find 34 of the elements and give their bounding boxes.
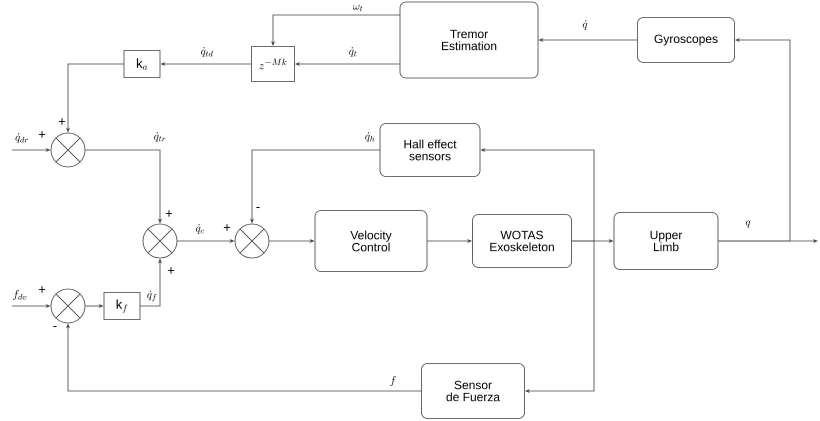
edge-label: $\dot{q}_{c}$ [194, 223, 206, 235]
gain-box: $\mathrm{k}_{a}$ [124, 50, 160, 78]
process-box: Tremor Estimation [400, 2, 538, 78]
sign-label: + [166, 210, 172, 217]
summing-junction [50, 288, 86, 324]
sign-label: + [38, 286, 46, 293]
edge-label: $q$ [744, 220, 752, 228]
edge-label: $\dot{q}_{td}$ [200, 46, 214, 58]
summing-junction [50, 132, 86, 168]
sign-label: + [58, 118, 66, 125]
sign-label: + [224, 224, 230, 231]
sign-label: + [168, 267, 174, 274]
process-box: Gyroscopes [637, 17, 735, 63]
process-box: Upper Limb [614, 212, 718, 270]
edge-label: $f$ [388, 375, 398, 387]
edge-label: $\dot{q}_{dr}$ [14, 132, 30, 144]
sign-label: + [38, 131, 46, 138]
process-box: Velocity Control [314, 210, 428, 272]
edge-label: $\dot{q}_{h}$ [364, 131, 376, 143]
edge-label: $\dot{q}_{t}$ [348, 46, 358, 58]
gain-box: $\mathrm{k}_{f}$ [104, 292, 140, 320]
summing-junction [234, 224, 270, 258]
edge-label: $\dot{q}_{tr}$ [152, 131, 168, 143]
process-box: Hall effect sensors [380, 123, 480, 177]
summing-junction [142, 224, 178, 258]
edge-label: $\dot{q}_{f}$ [146, 290, 158, 302]
edge-label: $f_{dv}$ [12, 289, 28, 301]
process-box: WOTAS Exoskeleton [472, 214, 572, 268]
gain-box: $z^{-Mk}$ [251, 46, 295, 82]
sign-label: - [53, 326, 57, 328]
edge-label: $\omega_{t}$ [352, 4, 364, 12]
process-box: Sensor de Fuerza [421, 363, 525, 419]
sign-label: - [256, 207, 260, 208]
edge-label: $\dot{q}$ [581, 19, 589, 31]
